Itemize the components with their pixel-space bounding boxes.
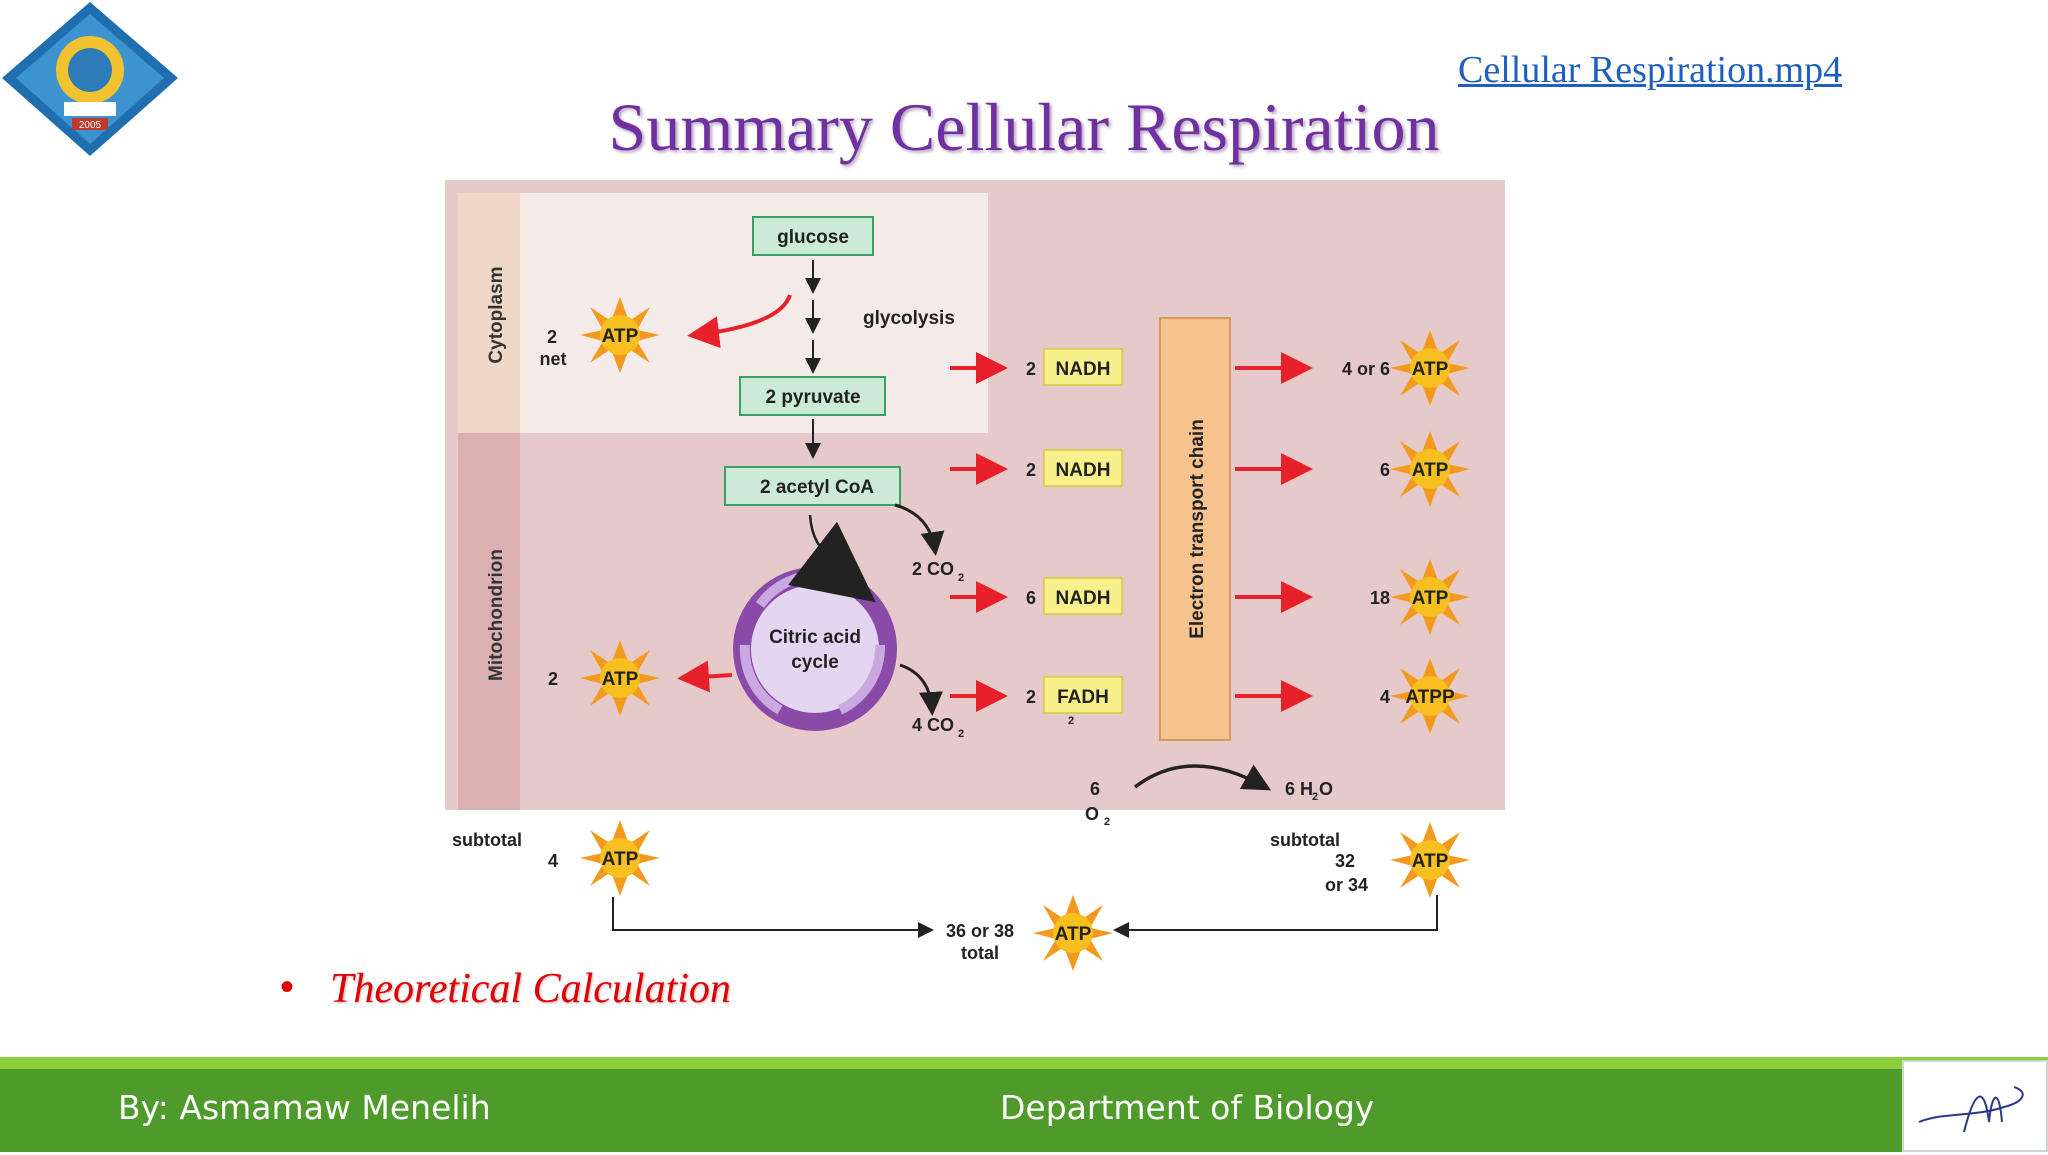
carrier-name: NADH <box>1056 359 1111 380</box>
cytoplasm-background <box>458 193 988 433</box>
cellular-respiration-diagram: Cytoplasm Mitochondrion glucose glycolys… <box>440 175 1530 980</box>
svg-text:O: O <box>1319 779 1333 799</box>
svg-text:ATP: ATP <box>1055 924 1092 945</box>
bullet-theoretical-calculation: Theoretical Calculation <box>330 966 731 1012</box>
atp-yield: 4 <box>1380 687 1390 707</box>
subtotal-left-value: 4 <box>548 851 558 871</box>
carrier-count: 2 <box>1026 687 1036 707</box>
etc-atp-burst: ATP <box>1390 330 1470 406</box>
carrier-count: 2 <box>1026 460 1036 480</box>
oxygen-count: 6 <box>1090 779 1100 799</box>
cytoplasm-label: Cytoplasm <box>486 266 507 363</box>
carrier-row: 2 NADH 4 or 6 ATP <box>950 330 1470 406</box>
co2-label-top: 2 CO <box>912 559 954 579</box>
subtotal-right-value-1: 32 <box>1335 851 1355 871</box>
citric-cycle-label-1: Citric acid <box>769 627 861 648</box>
svg-text:ATPP: ATPP <box>1405 687 1455 708</box>
svg-text:2: 2 <box>958 572 964 584</box>
svg-text:ATP: ATP <box>1412 359 1449 380</box>
acetyl-coa-box <box>724 466 901 506</box>
mitochondrion-strip <box>458 433 520 810</box>
total-label: total <box>961 943 999 963</box>
pyruvate-box <box>739 376 886 416</box>
svg-text:ATP: ATP <box>602 326 639 347</box>
pyruvate-label: 2 pyruvate <box>765 387 860 408</box>
svg-text:ATP: ATP <box>1412 460 1449 481</box>
subtotal-left-label: subtotal <box>452 830 522 850</box>
co2-label-bottom: 4 CO <box>912 715 954 735</box>
carrier-name: NADH <box>1056 588 1111 609</box>
krebs-atp-count: 2 <box>548 669 558 689</box>
svg-text:2: 2 <box>1312 791 1318 803</box>
electron-transport-chain-box <box>1159 317 1231 741</box>
video-link[interactable]: Cellular Respiration.mp4 <box>1458 49 1843 91</box>
atp-yield: 6 <box>1380 460 1390 480</box>
bullet-dot: • <box>280 965 295 1009</box>
carrier-count: 2 <box>1026 359 1036 379</box>
krebs-atp-burst: ATP <box>580 640 660 716</box>
subtotal-right-label: subtotal <box>1270 830 1340 850</box>
atp-yield: 18 <box>1370 588 1390 608</box>
etc-atp-burst: ATPP <box>1390 658 1470 734</box>
subtotal-left-atp-burst: ATP <box>580 820 660 896</box>
subtotal-right-value-2: or 34 <box>1325 875 1368 895</box>
footer-bar <box>0 1069 1902 1152</box>
etc-atp-burst: ATP <box>1390 559 1470 635</box>
glucose-label: glucose <box>777 227 849 248</box>
glycolysis-label: glycolysis <box>863 308 955 329</box>
total-atp-burst: ATP <box>1033 895 1113 971</box>
svg-text:ATP: ATP <box>1412 851 1449 872</box>
svg-text:ATP: ATP <box>602 669 639 690</box>
carrier-name: NADH <box>1056 460 1111 481</box>
svg-text:ATP: ATP <box>602 849 639 870</box>
electron-transport-chain-label: Electron transport chain <box>1187 419 1208 639</box>
water-label: 6 H <box>1285 779 1313 799</box>
carrier-row: 2 NADH 6 ATP <box>950 431 1470 507</box>
carrier-box <box>1043 577 1123 615</box>
carrier-box <box>1043 449 1123 487</box>
carrier-row: 6 NADH 18 ATP <box>950 559 1470 635</box>
svg-text:2: 2 <box>1104 816 1110 828</box>
glucose-box <box>752 216 874 256</box>
etc-atp-burst: ATP <box>1390 431 1470 507</box>
cytoplasm-strip <box>458 193 520 433</box>
carrier-box <box>1043 676 1123 714</box>
oxygen-label: O <box>1085 804 1099 824</box>
subtotal-right-atp-burst: ATP <box>1390 822 1470 898</box>
university-logo: 2005 <box>0 0 180 165</box>
glycolysis-atp-count: 2 <box>547 327 557 347</box>
footer-author: By: Asmamaw Menelih <box>118 1088 491 1127</box>
acetyl-coa-label: 2 acetyl CoA <box>760 477 874 498</box>
carrier-subscript: 2 <box>1068 715 1074 727</box>
svg-text:2: 2 <box>958 728 964 740</box>
mitochondrion-label: Mitochondrion <box>486 549 507 681</box>
carrier-box <box>1043 348 1123 386</box>
logo-year: 2005 <box>79 120 102 131</box>
footer-accent <box>0 1057 2048 1069</box>
glycolysis-atp-net: net <box>540 349 567 369</box>
slide-title: Summary Cellular Respiration <box>608 89 1440 165</box>
glycolysis-atp-arrow <box>687 294 792 349</box>
signature-image <box>1902 1060 2048 1152</box>
svg-text:ATP: ATP <box>1412 588 1449 609</box>
citric-cycle-label-2: cycle <box>791 652 839 673</box>
carrier-name: FADH <box>1057 687 1109 708</box>
total-value: 36 or 38 <box>946 921 1014 941</box>
carrier-row: 2 FADH 2 4 ATPP <box>950 658 1470 734</box>
carrier-count: 6 <box>1026 588 1036 608</box>
glycolysis-atp-burst: ATP <box>580 297 660 373</box>
footer-department: Department of Biology <box>1000 1088 1375 1127</box>
atp-yield: 4 or 6 <box>1342 359 1390 379</box>
